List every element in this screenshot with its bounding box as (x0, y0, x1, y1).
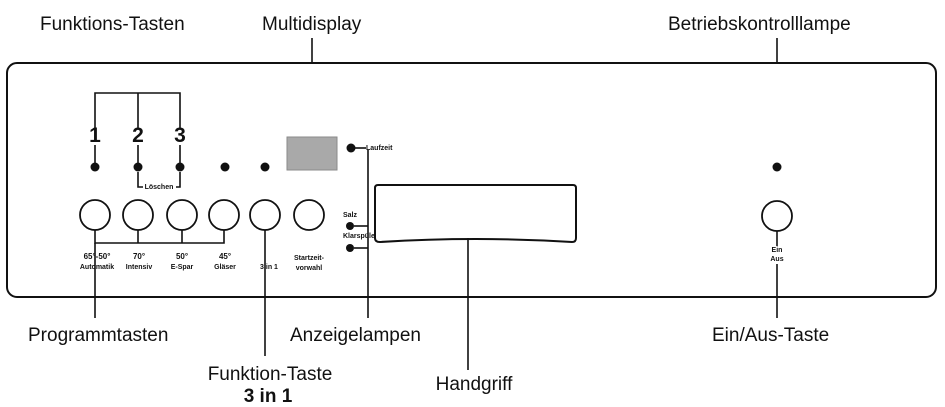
power-button[interactable] (761, 200, 793, 232)
button-label-e-spar-name: E-Spar (171, 264, 194, 271)
indicator-laufzeit-label: Laufzeit (366, 145, 393, 152)
button-label-automatik-temp: 65°-50° (84, 252, 111, 261)
indicator-salz-label: Salz (343, 212, 358, 219)
function-lamp-3 (175, 162, 185, 172)
label-funktion-taste-3in1: 3 in 1 (244, 386, 293, 407)
button-label-3-in-1: 3 in 1 (260, 264, 278, 271)
indicator-salz-lamp (346, 222, 354, 230)
label-funktion-taste: Funktion-Taste (208, 364, 333, 385)
function-lamp-4 (220, 162, 230, 172)
label-betriebskontrolllampe: Betriebskontrolllampe (668, 14, 851, 35)
label-programmtasten: Programmtasten (28, 325, 168, 346)
startzeitvorwahl-button[interactable] (293, 199, 325, 231)
program-button-automatik[interactable] (79, 199, 111, 231)
function-button-3-in-1[interactable] (249, 199, 281, 231)
program-button-glaeser[interactable] (208, 199, 240, 231)
program-keys-bracket (94, 230, 225, 244)
function-lamp-5 (260, 162, 270, 172)
program-button-e-spar[interactable] (166, 199, 198, 231)
button-label-intensiv-name: Intensiv (126, 264, 153, 271)
power-label-ein: Ein (772, 247, 783, 254)
indicator-klarspueler-label: Klarspüler (343, 233, 378, 240)
label-multidisplay: Multidisplay (262, 14, 362, 35)
button-label-automatik-name: Automatik (80, 264, 114, 271)
function-number-2: 2 (132, 124, 144, 147)
button-label-glaeser-temp: 45° (219, 252, 231, 261)
program-button-intensiv[interactable] (122, 199, 154, 231)
power-label-aus: Aus (770, 256, 783, 263)
betriebskontrolllampe (772, 162, 782, 172)
label-handgriff: Handgriff (436, 374, 513, 395)
label-loeschen: Löschen (145, 184, 174, 191)
indicator-laufzeit-lamp (346, 143, 356, 153)
function-number-1: 1 (89, 124, 101, 147)
control-panel-frame (6, 62, 937, 298)
function-lamp-1 (90, 162, 100, 172)
button-label-glaeser-name: Gläser (214, 264, 236, 271)
function-lamp-2 (133, 162, 143, 172)
button-label-startzeit-2: vorwahl (296, 265, 323, 272)
button-label-e-spar-temp: 50° (176, 252, 188, 261)
button-label-startzeit-1: Startzeit- (294, 255, 325, 262)
button-label-intensiv-temp: 70° (133, 252, 145, 261)
label-anzeigelampen: Anzeigelampen (290, 325, 421, 346)
handle (374, 184, 577, 244)
label-funktions-tasten: Funktions-Tasten (40, 14, 185, 35)
function-number-3: 3 (174, 124, 186, 147)
multidisplay (286, 136, 338, 171)
label-ein-aus-taste: Ein/Aus-Taste (712, 325, 829, 346)
indicator-klarspueler-lamp (346, 244, 354, 252)
